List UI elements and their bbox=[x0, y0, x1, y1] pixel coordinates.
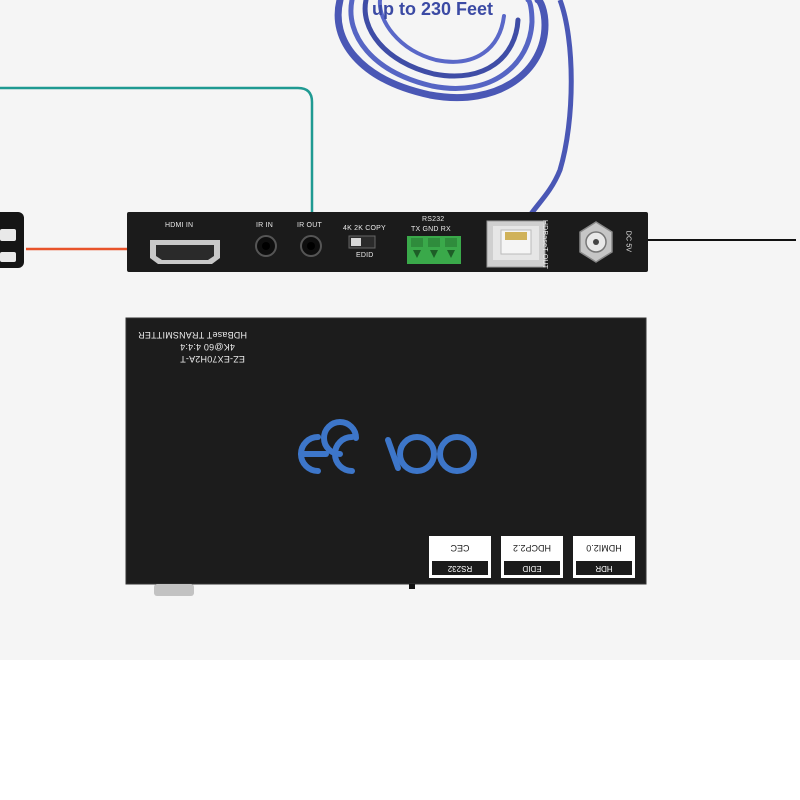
dc-connector bbox=[579, 221, 613, 263]
ir-cable bbox=[0, 86, 314, 250]
hdbaset-port bbox=[486, 220, 546, 268]
rs232-title-label: RS232 bbox=[422, 216, 445, 223]
hdbaset-out-label: HDBaseT OUT bbox=[541, 219, 549, 270]
hdmi-port bbox=[150, 240, 220, 264]
network-cable-coil bbox=[334, 0, 549, 102]
switch-bottom-label: EDID bbox=[356, 252, 374, 259]
badge-edid-top: EDID bbox=[504, 561, 560, 575]
switch-top-label: 4K 2K COPY bbox=[343, 225, 386, 232]
model-line-hdbaset: HDBaseT TRANSMITTER bbox=[138, 330, 247, 340]
hdmi-in-label: HDMI IN bbox=[165, 222, 194, 229]
distance-caption: up to 230 Feet bbox=[372, 0, 494, 19]
device-foot bbox=[154, 584, 194, 596]
badge-hdr-top: HDR bbox=[576, 561, 632, 575]
rs232-pins-label: TX GND RX bbox=[411, 226, 451, 233]
rs232-terminal bbox=[407, 236, 461, 264]
edid-switch bbox=[348, 235, 376, 249]
badge-edid-bottom: HDCP2.2 bbox=[513, 543, 552, 553]
ezcoo-logo bbox=[298, 419, 477, 474]
badge-rs232-bottom: CEC bbox=[450, 543, 470, 553]
badge-edid: EDID HDCP2.2 bbox=[501, 536, 563, 578]
badge-hdr-bottom: HDMI2.0 bbox=[586, 543, 622, 553]
model-line-resolution: 4K@60 4:4:4 bbox=[180, 342, 235, 352]
network-cable bbox=[519, 0, 574, 233]
badge-rs232: RS232 CEC bbox=[429, 536, 491, 578]
hdmi-source-device bbox=[0, 212, 24, 268]
model-line-number: EZ-EX70H2A-T bbox=[180, 354, 245, 364]
ir-in-label: IR IN bbox=[256, 222, 273, 229]
ir-out-label: IR OUT bbox=[297, 222, 322, 229]
badge-hdr: HDR HDMI2.0 bbox=[573, 536, 635, 578]
badge-rs232-top: RS232 bbox=[432, 561, 488, 575]
dc-label: DC 5V bbox=[624, 230, 632, 253]
